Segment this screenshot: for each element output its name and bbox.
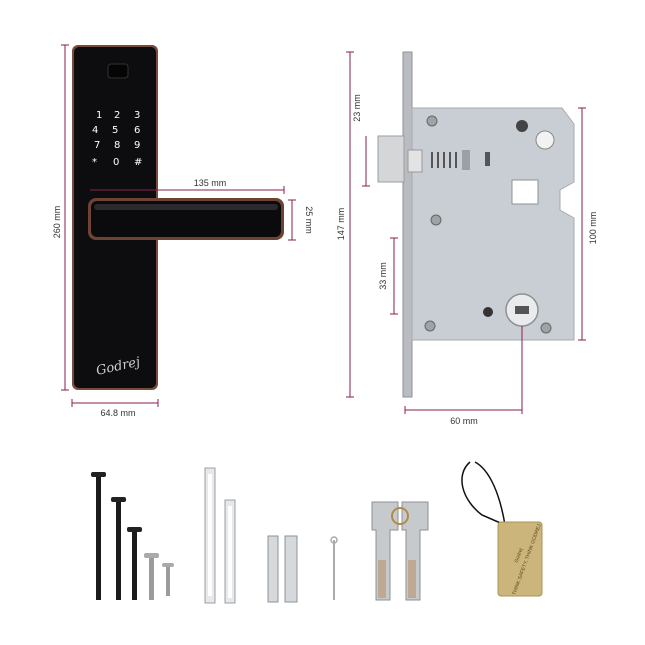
fingerprint-sensor-icon <box>107 63 129 79</box>
key-3: 3 <box>134 110 140 121</box>
key-hash: # <box>134 157 142 168</box>
dim-mortise-height: 147 mm <box>336 208 346 241</box>
dim-handle-height: 25 mm <box>304 206 314 234</box>
keys <box>371 501 429 601</box>
split-pin <box>330 536 338 600</box>
key-7: 7 <box>94 140 100 151</box>
keypad: 1 2 3 4 5 6 7 8 9 * 0 # <box>92 110 142 168</box>
dim-lock-height: 260 mm <box>52 206 62 239</box>
key-2: 2 <box>114 110 120 121</box>
dim-body-height: 100 mm <box>588 212 598 245</box>
dim-handle-length: 135 mm <box>194 178 227 188</box>
mortise-lock-body <box>377 51 575 398</box>
dim-mortise-width: 60 mm <box>450 416 478 426</box>
dim-latch-offset: 23 mm <box>352 94 362 122</box>
spindle-rods <box>204 467 236 604</box>
key-star: * <box>92 157 97 168</box>
spacer-tubes <box>267 535 298 603</box>
key-8: 8 <box>114 140 120 151</box>
key-9: 9 <box>134 140 140 151</box>
dim-lock-width: 64.8 mm <box>100 408 135 418</box>
digital-lock-front: 1 2 3 4 5 6 7 8 9 * 0 # Godrej <box>72 45 284 390</box>
tag-brand: Godrej <box>514 548 525 564</box>
lever-handle <box>88 198 284 240</box>
key-4: 4 <box>92 125 98 136</box>
screws <box>91 472 174 600</box>
key-1: 1 <box>96 110 102 121</box>
dim-lower-offset: 33 mm <box>378 262 388 290</box>
rfid-tag: Godrej THINK SAFETY, THINK GODREJ <box>461 461 543 597</box>
key-0: 0 <box>113 157 119 168</box>
key-6: 6 <box>134 125 140 136</box>
lock-dimension-lines: 260 mm 64.8 mm 135 mm 25 mm <box>52 44 314 418</box>
mortise-dimension-lines: 147 mm 23 mm 33 mm 100 mm 60 mm <box>336 51 598 426</box>
key-5: 5 <box>112 125 118 136</box>
